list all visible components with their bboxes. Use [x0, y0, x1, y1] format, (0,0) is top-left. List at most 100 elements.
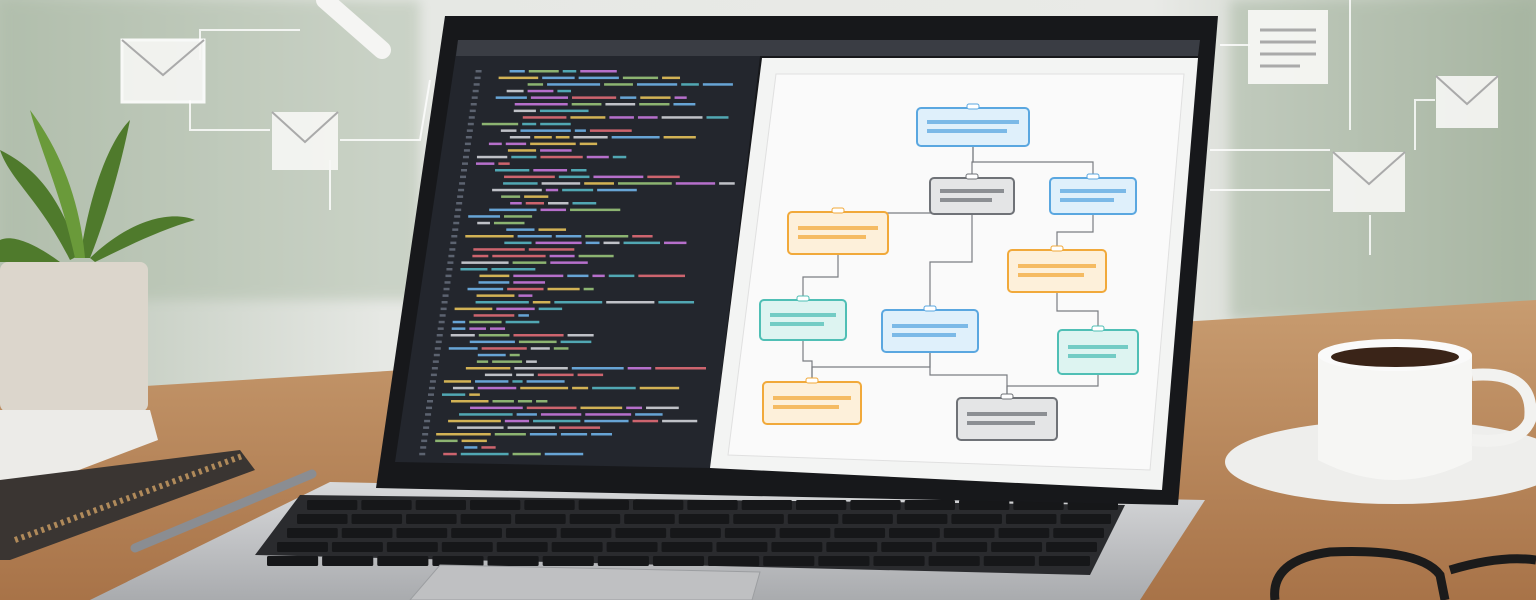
key[interactable] [796, 500, 847, 510]
key[interactable] [943, 528, 995, 538]
key[interactable] [991, 542, 1043, 552]
code-token [513, 274, 564, 278]
flowchart-node-teal[interactable] [1057, 325, 1139, 375]
key[interactable] [787, 514, 839, 524]
key[interactable] [487, 556, 539, 566]
key[interactable] [661, 542, 713, 552]
key[interactable] [889, 528, 940, 538]
key[interactable] [624, 514, 675, 524]
key[interactable] [1053, 528, 1104, 538]
key[interactable] [441, 542, 493, 552]
flowchart-node-blue[interactable] [916, 103, 1030, 147]
key[interactable] [904, 500, 955, 510]
key[interactable] [881, 542, 933, 552]
key[interactable] [896, 514, 948, 524]
key[interactable] [998, 528, 1050, 538]
key[interactable] [842, 514, 893, 524]
key[interactable] [351, 514, 403, 524]
key[interactable] [432, 556, 484, 566]
key[interactable] [670, 528, 721, 538]
flowchart-node-gray[interactable] [956, 393, 1058, 441]
flowchart-node-orange[interactable] [1007, 245, 1107, 293]
key[interactable] [331, 542, 383, 552]
code-token [560, 340, 592, 344]
code-token [702, 83, 733, 86]
key[interactable] [560, 528, 612, 538]
key[interactable] [818, 556, 870, 566]
key[interactable] [406, 514, 457, 524]
key[interactable] [708, 556, 760, 566]
key[interactable] [1060, 514, 1111, 524]
key[interactable] [1005, 514, 1057, 524]
key[interactable] [415, 500, 466, 510]
key[interactable] [763, 556, 815, 566]
key[interactable] [850, 500, 901, 510]
key[interactable] [396, 528, 448, 538]
key[interactable] [341, 528, 393, 538]
key[interactable] [377, 556, 429, 566]
key[interactable] [771, 542, 823, 552]
key[interactable] [451, 528, 502, 538]
connector-line [929, 214, 973, 310]
key[interactable] [615, 528, 667, 538]
key[interactable] [724, 528, 776, 538]
key[interactable] [936, 542, 988, 552]
key[interactable] [515, 514, 566, 524]
code-token [507, 287, 544, 291]
key[interactable] [496, 542, 548, 552]
key[interactable] [951, 514, 1002, 524]
key[interactable] [542, 556, 594, 566]
key[interactable] [551, 542, 603, 552]
key[interactable] [524, 500, 575, 510]
trackpad[interactable] [409, 564, 761, 600]
key[interactable] [569, 514, 621, 524]
key[interactable] [307, 500, 358, 510]
key[interactable] [1046, 542, 1097, 552]
line-number [461, 169, 468, 172]
potted-plant [0, 110, 195, 412]
key[interactable] [578, 500, 629, 510]
key[interactable] [297, 514, 348, 524]
key[interactable] [460, 514, 512, 524]
key[interactable] [322, 556, 374, 566]
key[interactable] [741, 500, 792, 510]
key[interactable] [1013, 500, 1064, 510]
line-number [433, 353, 440, 357]
flowchart-node-gray[interactable] [929, 173, 1015, 215]
key[interactable] [267, 556, 319, 566]
key[interactable] [678, 514, 730, 524]
code-token [612, 155, 627, 159]
key[interactable] [834, 528, 886, 538]
key[interactable] [633, 500, 684, 510]
key[interactable] [606, 542, 658, 552]
key[interactable] [386, 542, 438, 552]
flowchart-node-teal[interactable] [759, 295, 847, 341]
flowchart-node-orange[interactable] [787, 207, 889, 255]
code-token [632, 419, 659, 423]
line-number [472, 89, 479, 93]
key[interactable] [983, 556, 1035, 566]
key[interactable] [1038, 556, 1090, 566]
key[interactable] [287, 528, 338, 538]
line-number [422, 433, 429, 436]
key[interactable] [687, 500, 738, 510]
flowchart-node-blue[interactable] [1049, 173, 1137, 215]
key[interactable] [873, 556, 925, 566]
line-number [439, 314, 446, 317]
key[interactable] [505, 528, 557, 538]
key[interactable] [928, 556, 980, 566]
key[interactable] [733, 514, 784, 524]
key[interactable] [652, 556, 705, 566]
key[interactable] [277, 542, 328, 552]
key[interactable] [361, 500, 412, 510]
key[interactable] [470, 500, 521, 510]
key[interactable] [959, 500, 1010, 510]
key[interactable] [716, 542, 768, 552]
key[interactable] [779, 528, 831, 538]
line-number [449, 248, 456, 251]
code-token [578, 254, 614, 258]
flowchart-node-orange[interactable] [762, 377, 862, 425]
flowchart-node-blue[interactable] [881, 305, 979, 353]
key[interactable] [597, 556, 649, 566]
key[interactable] [826, 542, 878, 552]
